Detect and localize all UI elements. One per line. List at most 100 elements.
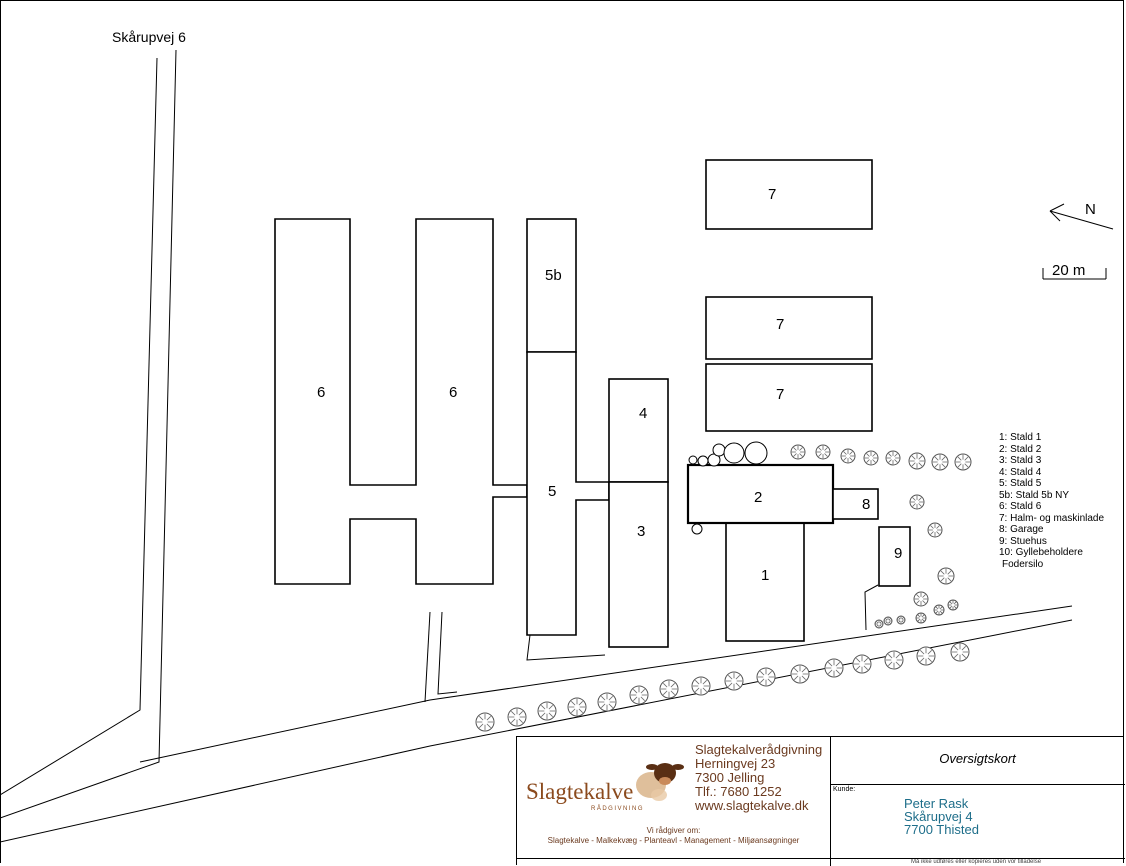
logo-subtitle: RÅDGIVNING bbox=[591, 806, 645, 812]
legend-item: 2: Stald 2 bbox=[999, 443, 1042, 455]
tree-icon bbox=[933, 604, 945, 616]
customer-city: 7700 Thisted bbox=[904, 822, 979, 837]
tree-icon bbox=[840, 448, 856, 464]
legend-item: 10: Gyllebeholdere bbox=[999, 547, 1083, 558]
slurry-tanks bbox=[688, 441, 768, 535]
tree-icon bbox=[567, 697, 587, 717]
tree-icon bbox=[950, 642, 970, 662]
tree-icon bbox=[883, 616, 893, 626]
road-skarupvej-edge bbox=[0, 49, 177, 819]
legend-item: 1: Stald 1 bbox=[999, 432, 1042, 443]
footer-note: Må ikke udføres eller kopieres uden vor … bbox=[911, 859, 1042, 865]
title-block-divider bbox=[830, 737, 831, 866]
legend-item: Fodersilo bbox=[1002, 558, 1044, 570]
logo-text: Slagtekalve bbox=[526, 779, 634, 804]
tree-icon bbox=[931, 453, 949, 471]
building-6b-label: 6 bbox=[449, 384, 457, 401]
yard-path bbox=[864, 584, 879, 631]
building-4 bbox=[608, 378, 669, 483]
company-info: Slagtekalverådgivning Herningvej 23 7300… bbox=[695, 743, 822, 813]
building-7c-label: 7 bbox=[776, 386, 784, 403]
building-5-label: 5 bbox=[548, 483, 556, 500]
company-street: Herningvej 23 bbox=[695, 756, 776, 771]
building-5 bbox=[526, 351, 610, 636]
tree-icon bbox=[724, 671, 744, 691]
tree-icon bbox=[884, 650, 904, 670]
building-3 bbox=[608, 481, 669, 648]
roads bbox=[0, 49, 1073, 843]
building-2-label: 2 bbox=[754, 489, 762, 506]
tree-icon bbox=[909, 494, 925, 510]
tree-icon bbox=[915, 612, 927, 624]
company-city: 7300 Jelling bbox=[695, 770, 765, 785]
scale-bar bbox=[1042, 268, 1107, 280]
building-5b-label: 5b bbox=[545, 267, 562, 284]
tree-icon bbox=[937, 567, 955, 585]
road-skarupvej bbox=[0, 57, 158, 796]
tree-icon bbox=[475, 712, 495, 732]
tree-icon bbox=[913, 591, 929, 607]
building-3-label: 3 bbox=[637, 523, 645, 540]
document-title: Oversigtskort bbox=[939, 751, 1016, 766]
tree-icon bbox=[824, 658, 844, 678]
customer-info: Peter Rask Skårupvej 4 7700 Thisted bbox=[904, 797, 979, 836]
title-block-divider bbox=[830, 784, 1125, 785]
road-main-north bbox=[139, 605, 1073, 763]
tree-icon bbox=[691, 676, 711, 696]
legend-item: 5: Stald 5 bbox=[999, 478, 1042, 489]
tree-icon bbox=[863, 450, 879, 466]
north-arrow-icon bbox=[1049, 203, 1114, 230]
building-2 bbox=[686, 463, 835, 525]
tank bbox=[723, 442, 745, 464]
building-8 bbox=[832, 488, 879, 520]
services-list: Slagtekalve - Malkekvæg - Planteavl - Ma… bbox=[547, 836, 800, 845]
tree-icon bbox=[916, 646, 936, 666]
tree-icon bbox=[885, 450, 901, 466]
tree-icon bbox=[815, 444, 831, 460]
building-7b-label: 7 bbox=[776, 316, 784, 333]
road-spur-right bbox=[437, 611, 458, 695]
title-block: Slagtekalve RÅDGIVNING Slagtekalverådgiv… bbox=[516, 736, 1125, 866]
legend-item: 9: Stuehus bbox=[999, 535, 1047, 547]
legend-item: 7: Halm- og maskinlade bbox=[999, 512, 1105, 524]
tree-icon bbox=[629, 685, 649, 705]
tree-icon bbox=[537, 701, 557, 721]
tank bbox=[691, 523, 703, 535]
building-1 bbox=[725, 522, 805, 642]
customer-street: Skårupvej 4 bbox=[904, 809, 973, 824]
tank bbox=[697, 455, 709, 467]
tank bbox=[712, 443, 726, 457]
building-7c bbox=[705, 363, 873, 432]
tree-icon bbox=[659, 679, 679, 699]
building-6a-label: 6 bbox=[317, 384, 325, 401]
building-7a bbox=[705, 159, 873, 230]
north-label: N bbox=[1085, 201, 1096, 218]
legend-item: 5b: Stald 5b NY bbox=[999, 489, 1070, 501]
tree-icon bbox=[927, 522, 943, 538]
tree-icon bbox=[790, 664, 810, 684]
building-6a bbox=[274, 218, 528, 585]
title-block-footer: Må ikke udføres eller kopieres uden vor … bbox=[519, 859, 1125, 866]
building-labels: 6 6 5b 5 4 3 7 7 7 2 8 1 9 bbox=[317, 186, 902, 584]
building-9 bbox=[878, 526, 911, 587]
tree-icon bbox=[597, 692, 617, 712]
legend: 1: Stald 1 2: Stald 2 3: Stald 3 4: Stal… bbox=[999, 432, 1104, 570]
legend-item: 4: Stald 4 bbox=[999, 466, 1042, 478]
road-spur-left bbox=[424, 611, 431, 703]
company-website: www.slagtekalve.dk bbox=[695, 798, 809, 813]
tank bbox=[744, 441, 768, 465]
tree-icon bbox=[852, 654, 872, 674]
legend-item: 8: Garage bbox=[999, 524, 1044, 535]
cow-logo-icon bbox=[636, 763, 684, 801]
road-label: Skårupvej 6 bbox=[112, 29, 186, 45]
tree-icon bbox=[756, 667, 776, 687]
scale-label: 20 m bbox=[1052, 262, 1086, 279]
tree-icon bbox=[896, 615, 906, 625]
tree-icon bbox=[908, 452, 926, 470]
building-7b bbox=[705, 296, 873, 360]
buildings bbox=[274, 159, 911, 648]
tree-icon bbox=[954, 453, 972, 471]
legend-item: 3: Stald 3 bbox=[999, 455, 1042, 466]
